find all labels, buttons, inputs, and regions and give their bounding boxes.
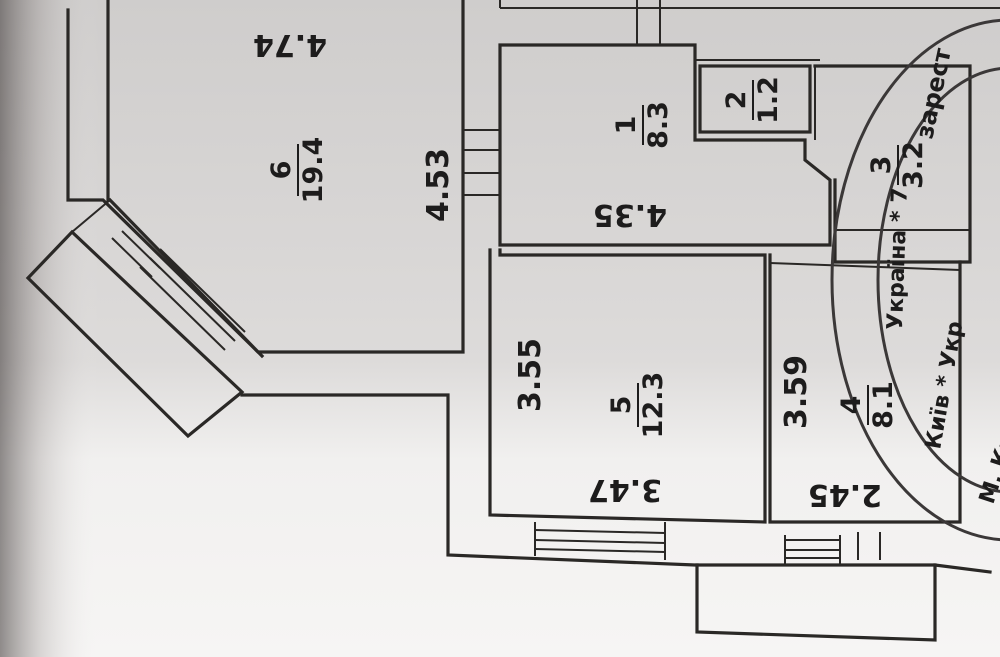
room-2-area: 1.2 (753, 76, 784, 124)
dimension-room1-bottom: 4.35 (593, 197, 667, 232)
room-2-walls (695, 59, 820, 134)
room-3-area: 3.2 (898, 141, 929, 189)
dimension-room4-bottom: 2.45 (808, 477, 882, 512)
dimension-room5-left: 3.55 (513, 338, 548, 412)
balcony (25, 199, 246, 439)
room-2-label: 2 1.2 (721, 76, 784, 124)
dimension-room4-left: 3.59 (779, 355, 814, 429)
dimension-room6-right: 4.53 (421, 148, 456, 222)
room-3-label: 3 3.2 (866, 141, 929, 189)
room-3-number: 3 (866, 156, 897, 175)
dimension-room6-top: 4.74 (253, 27, 327, 62)
room-1-number: 1 (611, 116, 642, 135)
room-1-walls (498, 0, 832, 247)
room-5-area: 12.3 (638, 372, 669, 439)
room-4-label: 4 8.1 (836, 381, 899, 429)
room-2-number: 2 (721, 91, 752, 110)
room-6-walls (66, 0, 500, 359)
room-6-area: 19.4 (298, 137, 329, 204)
stamp-text-middle: Україна * 7 (883, 187, 913, 330)
room-4-number: 4 (836, 396, 867, 415)
outer-walls (240, 0, 1000, 642)
dimension-room5-bottom: 3.47 (588, 472, 662, 507)
room-4-area: 8.1 (868, 381, 899, 429)
room-5-number: 5 (606, 396, 637, 415)
room-5-label: 5 12.3 (606, 372, 669, 439)
room-6-label: 6 19.4 (266, 137, 329, 204)
room-5-walls (488, 248, 767, 560)
room-1-area: 8.3 (643, 101, 674, 149)
room-1-label: 1 8.3 (611, 101, 674, 149)
room-6-number: 6 (266, 161, 297, 180)
room-4-walls (768, 253, 962, 565)
